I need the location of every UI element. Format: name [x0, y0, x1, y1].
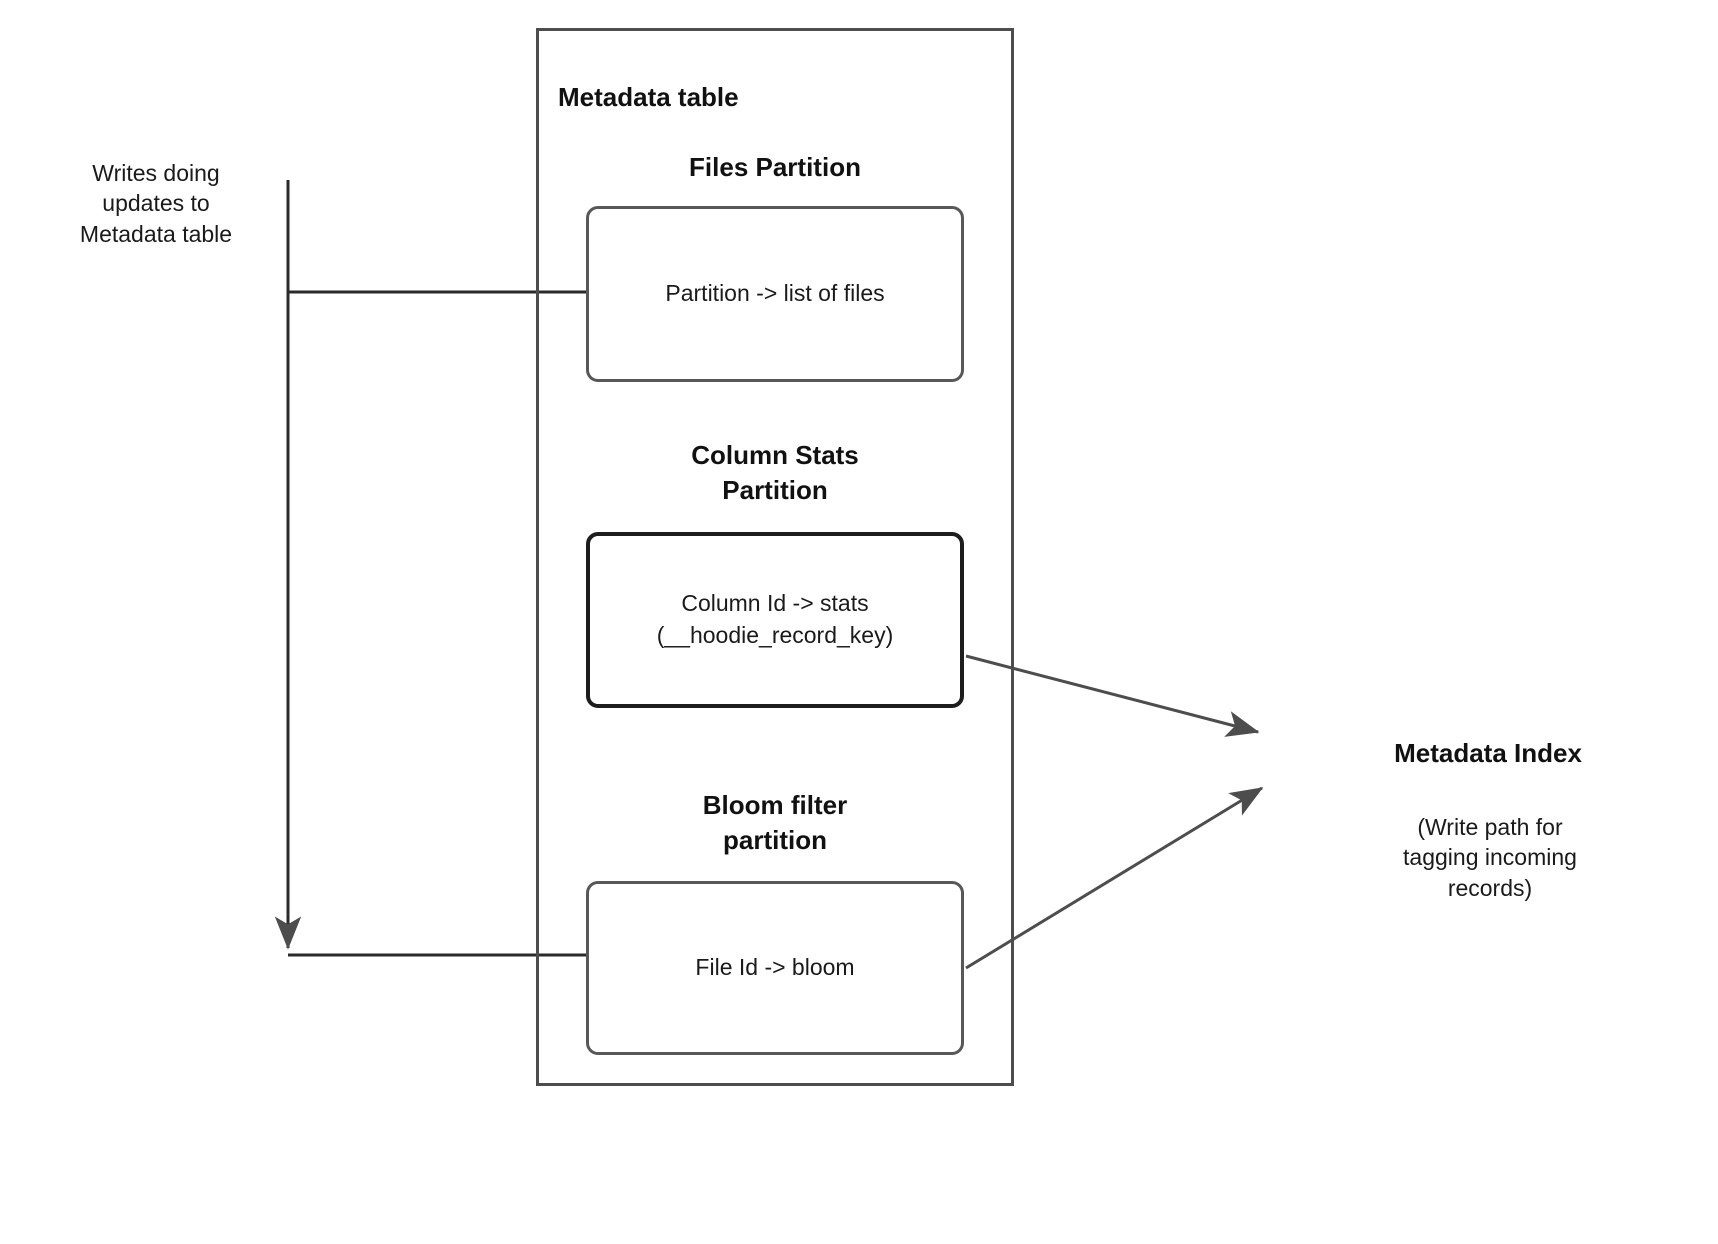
writes-annotation-label: Writes doing updates to Metadata table — [79, 160, 233, 247]
files-partition-box-label: Partition -> list of files — [665, 280, 885, 307]
bloom-filter-partition-heading: Bloom filter partition — [702, 790, 848, 856]
bloom-filter-partition-box-label: File Id -> bloom — [695, 954, 855, 981]
column-stats-partition-box-label: Column Id -> stats (__hoodie_record_key) — [656, 590, 894, 648]
bloom-filter-partition-box[interactable]: File Id -> bloom — [586, 881, 964, 1055]
metadata-index-title: Metadata Index — [1394, 738, 1582, 768]
column-stats-partition-heading: Column Stats Partition — [691, 440, 859, 506]
metadata-table-container — [536, 28, 1014, 1086]
files-partition-heading: Files Partition — [689, 152, 861, 182]
metadata-table-title: Metadata table — [558, 82, 739, 112]
files-partition-box[interactable]: Partition -> list of files — [586, 206, 964, 382]
column-stats-partition-box[interactable]: Column Id -> stats (__hoodie_record_key) — [586, 532, 964, 708]
metadata-index-caption: (Write path for tagging incoming records… — [1403, 814, 1577, 901]
